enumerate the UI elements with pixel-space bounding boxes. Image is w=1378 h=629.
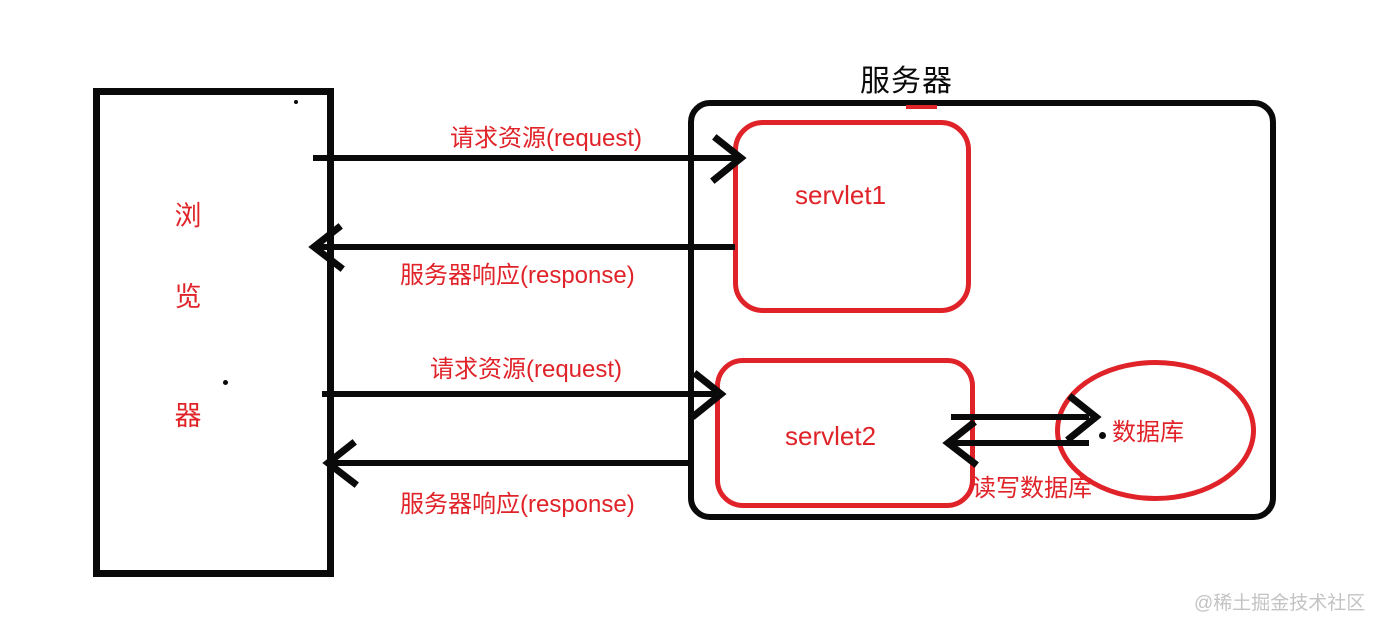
server-box: [688, 100, 1276, 520]
request1-label: 请求资源(request): [450, 125, 643, 152]
request2-label: 请求资源(request): [430, 356, 623, 383]
ink-dot: [223, 380, 228, 385]
servlet1-box: [733, 120, 971, 313]
response2-label: 服务器响应(response): [400, 491, 635, 518]
browser-label-char-1: 浏: [174, 201, 202, 231]
browser-label-char-2: 览: [174, 282, 202, 312]
servlet1-label: servlet1: [795, 180, 887, 210]
ink-dot: [1099, 432, 1106, 439]
red-dash-mark: [906, 105, 937, 109]
read-write-database-label: 读写数据库: [972, 475, 1092, 502]
server-title: 服务器: [860, 65, 953, 98]
response1-label: 服务器响应(response): [400, 262, 635, 289]
watermark: @稀土掘金技术社区: [1194, 593, 1366, 614]
database-label: 数据库: [1112, 419, 1184, 446]
ink-dot: [294, 100, 298, 104]
browser-box: [93, 88, 334, 577]
servlet2-label: servlet2: [785, 421, 877, 451]
database-ellipse: [1055, 360, 1256, 501]
browser-label-char-3: 器: [174, 401, 202, 431]
response2-arrow: [322, 439, 690, 488]
